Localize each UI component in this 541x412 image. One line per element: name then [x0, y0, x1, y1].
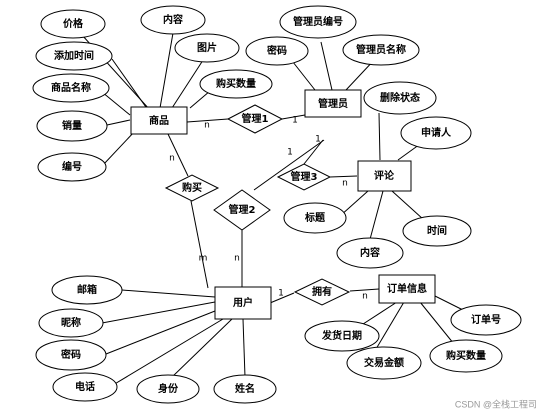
attribute-comment-title-label: 标题: [304, 211, 326, 224]
cardinality-comment-manage3: n: [342, 179, 348, 189]
attribute-product-image-label: 图片: [197, 41, 217, 54]
attribute-order-purchase-qty: 购买数量: [429, 339, 503, 373]
attribute-order-ship-date-label: 发货日期: [321, 329, 362, 342]
attribute-product-price-label: 价格: [63, 17, 84, 30]
attribute-product-image: 图片: [174, 33, 240, 63]
attribute-comment-delete-status-label: 删除状态: [380, 91, 420, 104]
attribute-user-name-label: 姓名: [234, 382, 255, 395]
relationship-manage1: 管理1: [226, 104, 284, 134]
relationship-manage2-label: 管理2: [229, 203, 256, 216]
attribute-product-added-time-label: 添加时间: [54, 49, 94, 62]
entity-user-label: 用户: [232, 296, 253, 309]
relationship-manage1-label: 管理1: [242, 112, 269, 125]
relationship-has: 拥有: [293, 278, 351, 306]
cardinality-order-has: n: [362, 292, 368, 302]
attribute-order-purchase-qty-label: 购买数量: [446, 349, 486, 362]
relationship-buy-label: 购买: [182, 181, 202, 194]
attribute-comment-time: 时间: [402, 215, 472, 247]
cardinality-labels: n 1 1 n 1 n n m 1 n: [169, 116, 368, 302]
attribute-comment-title: 标题: [283, 202, 347, 234]
attribute-user-nickname: 昵称: [38, 308, 104, 338]
attribute-comment-delete-status: 删除状态: [363, 81, 437, 115]
attribute-admin-no-label: 管理员编号: [293, 15, 343, 28]
attribute-product-price: 价格: [40, 9, 106, 39]
attribute-product-purchase-qty-label: 购买数量: [216, 77, 256, 90]
entity-admin: 管理员: [304, 89, 362, 118]
attribute-admin-password: 密码: [245, 36, 309, 66]
attribute-user-email: 邮箱: [51, 275, 123, 305]
connector-lines: [81, 32, 482, 386]
attribute-product-content-label: 内容: [163, 13, 183, 26]
entity-product-label: 商品: [149, 114, 169, 127]
attribute-product-content: 内容: [140, 5, 206, 35]
attribute-comment-content-label: 内容: [360, 246, 380, 259]
attribute-admin-password-label: 密码: [267, 44, 287, 57]
attribute-comment-time-label: 时间: [427, 224, 447, 237]
entity-product: 商品: [130, 106, 188, 135]
attribute-product-sales-label: 销量: [62, 119, 82, 132]
attribute-product-number-label: 编号: [62, 160, 82, 173]
attribute-product-added-time: 添加时间: [35, 41, 113, 71]
attribute-user-name: 姓名: [213, 374, 277, 404]
relationship-manage2: 管理2: [213, 189, 271, 231]
relationship-manage3: 管理3: [276, 163, 332, 191]
watermark: CSDN @全栈工程司: [455, 398, 537, 409]
attribute-product-sales: 销量: [36, 110, 108, 142]
attribute-order-ship-date: 发货日期: [304, 320, 380, 352]
cardinality-user-manage2: n: [234, 254, 240, 264]
relationship-buy: 购买: [164, 174, 220, 202]
attribute-user-password: 密码: [35, 339, 107, 371]
attribute-user-email-label: 邮箱: [77, 283, 97, 296]
attribute-user-phone-label: 电话: [75, 380, 95, 393]
attribute-comment-applicant: 申请人: [400, 116, 472, 150]
cardinality-admin-manage2: 1: [287, 148, 293, 158]
relationship-manage3-label: 管理3: [291, 170, 318, 183]
attribute-user-nickname-label: 昵称: [61, 316, 81, 329]
attribute-user-phone: 电话: [52, 372, 118, 402]
attribute-user-identity-label: 身份: [158, 382, 179, 395]
attribute-comment-applicant-label: 申请人: [421, 126, 452, 139]
entity-order-label: 订单信息: [387, 282, 427, 295]
attribute-user-password-label: 密码: [61, 348, 81, 361]
cardinality-product-buy: n: [169, 154, 175, 164]
cardinality-admin-manage1: 1: [292, 116, 298, 126]
entity-admin-label: 管理员: [318, 97, 348, 110]
attribute-product-purchase-qty: 购买数量: [199, 69, 273, 99]
attribute-admin-no: 管理员编号: [279, 5, 357, 39]
attribute-order-amount: 交易金额: [346, 346, 422, 380]
relationship-has-label: 拥有: [312, 285, 332, 298]
attribute-order-amount-label: 交易金额: [364, 356, 404, 369]
attribute-product-number: 编号: [37, 152, 107, 182]
cardinality-user-has: 1: [278, 289, 284, 299]
entity-comment-label: 评论: [374, 169, 395, 182]
attribute-admin-name: 管理员名称: [342, 34, 420, 66]
attribute-order-no: 订单号: [450, 304, 522, 336]
cardinality-product-manage1: n: [204, 121, 210, 131]
attribute-product-name-label: 商品名称: [51, 81, 91, 94]
entity-user: 用户: [214, 286, 272, 320]
cardinality-user-buy: m: [199, 254, 208, 264]
cardinality-admin-manage3: 1: [315, 135, 321, 145]
attribute-user-identity: 身份: [136, 374, 200, 404]
attribute-comment-content: 内容: [336, 237, 404, 269]
attribute-product-name: 商品名称: [32, 73, 110, 103]
entity-comment: 评论: [357, 160, 412, 192]
entity-order: 订单信息: [378, 274, 436, 304]
attribute-admin-name-label: 管理员名称: [356, 43, 406, 56]
attribute-order-no-label: 订单号: [471, 313, 501, 326]
